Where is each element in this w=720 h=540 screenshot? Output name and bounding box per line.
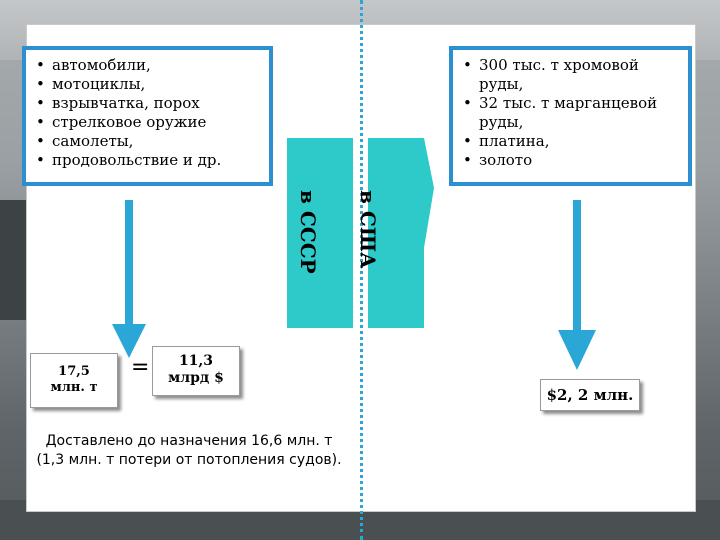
cost-unit: млрд $ (168, 370, 224, 386)
ussr-supplies-list: автомобили, мотоциклы, взрывчатка, порох… (26, 50, 269, 170)
ussr-supplies-box: автомобили, мотоциклы, взрывчатка, порох… (22, 46, 273, 186)
list-item: продовольствие и др. (34, 151, 263, 170)
tons-value-box: 17,5 млн. т (30, 353, 118, 408)
list-item: взрывчатка, порох (34, 94, 263, 113)
list-item: 300 тыс. т хромовой руды, (461, 56, 682, 94)
list-item: стрелковое оружие (34, 113, 263, 132)
equals-sign: = (131, 355, 150, 380)
list-item: мотоциклы, (34, 75, 263, 94)
cost-value-box: 11,3 млрд $ (152, 346, 240, 396)
label-to-ussr: в СССР (296, 190, 320, 274)
down-arrow-left (112, 200, 146, 358)
list-item: 32 тыс. т марганцевой руды, (461, 94, 682, 132)
list-item: платина, (461, 132, 682, 151)
usa-supplies-box: 300 тыс. т хромовой руды, 32 тыс. т марг… (449, 46, 692, 186)
usa-cost-box: $2, 2 млн. (540, 379, 640, 411)
tons-value: 17,5 (58, 364, 90, 379)
down-arrow-right (558, 200, 596, 370)
arrow-to-usa (368, 138, 434, 328)
center-dotted-divider (360, 0, 363, 540)
usa-cost-value: $2, 2 млн. (546, 386, 634, 404)
tons-unit: млн. т (50, 380, 98, 395)
list-item: автомобили, (34, 56, 263, 75)
arrow-to-ussr (287, 138, 353, 328)
cost-value: 11,3 (178, 353, 214, 369)
delivery-note: Доставлено до назначения 16,6 млн. т (1,… (36, 433, 342, 468)
label-to-usa: в США (356, 190, 380, 269)
list-item: золото (461, 151, 682, 170)
list-item: самолеты, (34, 132, 263, 151)
usa-supplies-list: 300 тыс. т хромовой руды, 32 тыс. т марг… (453, 50, 688, 170)
